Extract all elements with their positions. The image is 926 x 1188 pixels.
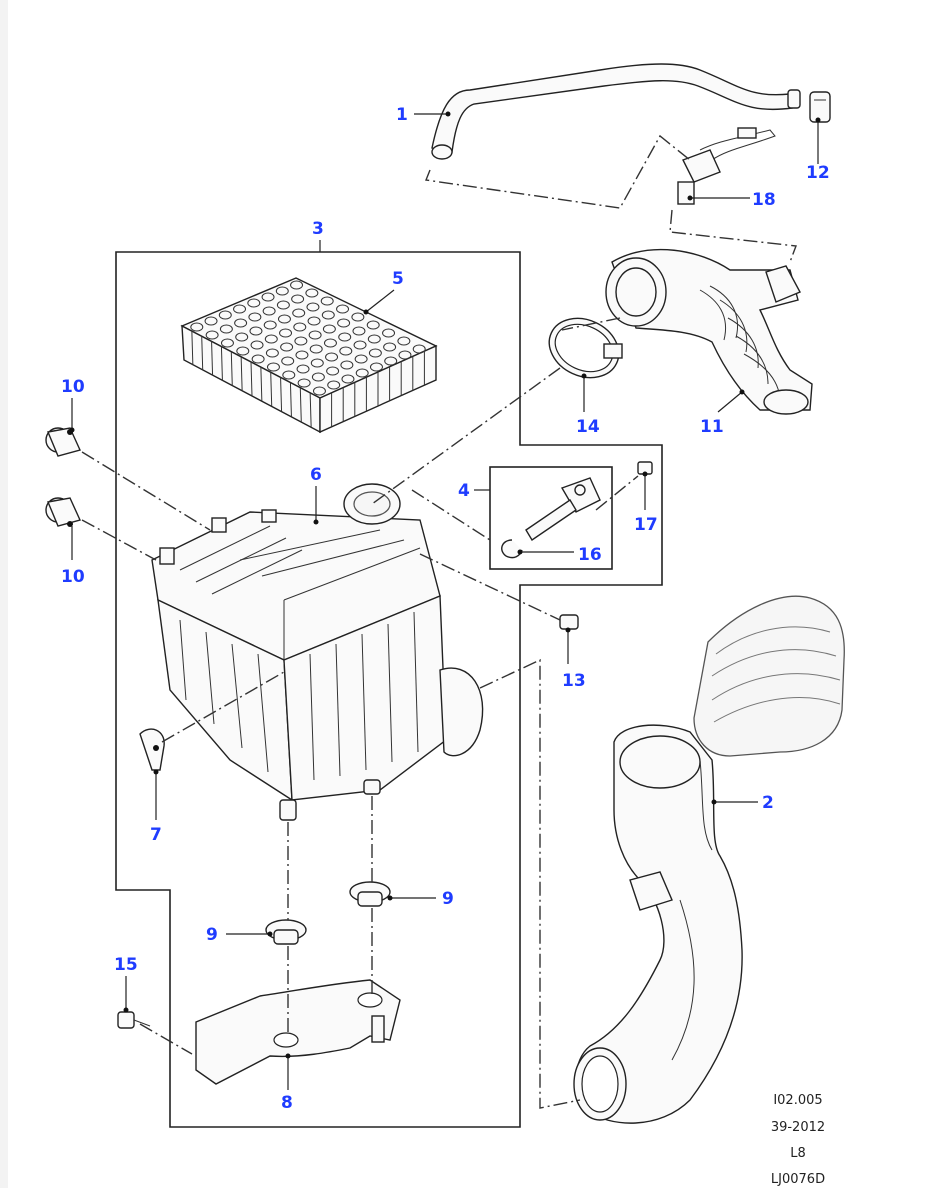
plug-part <box>559 614 579 630</box>
intake-tube-part <box>605 248 813 415</box>
callout-5: 5 <box>392 269 404 289</box>
hose-clip-part <box>809 91 831 123</box>
sensor-subassembly-outline <box>489 466 613 570</box>
callout-16: 16 <box>578 545 602 565</box>
grommet-upper-part <box>45 427 81 457</box>
reference-line-3: L8 <box>790 1146 806 1161</box>
callout-4: 4 <box>458 481 470 501</box>
sensor-part <box>677 127 776 205</box>
bolt-part <box>117 1011 151 1029</box>
callout-7: 7 <box>150 825 162 845</box>
callout-15: 15 <box>114 955 138 975</box>
air-cleaner-housing-part <box>151 483 484 821</box>
callout-10-upper: 10 <box>61 377 85 397</box>
callout-13: 13 <box>562 671 586 691</box>
reference-line-1: I02.005 <box>773 1093 822 1108</box>
assembly-lines <box>81 134 797 1109</box>
callout-2: 2 <box>762 793 774 813</box>
hose-clamp-part <box>548 317 623 379</box>
intake-duct-part <box>573 595 845 1124</box>
leader-lines <box>69 111 821 1090</box>
callout-6: 6 <box>310 465 322 485</box>
mount-bushing-left-part <box>265 919 307 945</box>
callout-12: 12 <box>806 163 830 183</box>
mounting-bracket-part <box>195 979 401 1085</box>
callout-3: 3 <box>312 219 324 239</box>
callout-10-lower: 10 <box>61 567 85 587</box>
assembly-boundary-outline <box>115 251 663 1128</box>
callout-18: 18 <box>752 190 776 210</box>
callout-8: 8 <box>281 1093 293 1113</box>
reference-line-2: 39-2012 <box>771 1120 825 1135</box>
callout-9-right: 9 <box>442 889 454 909</box>
callout-11: 11 <box>700 417 724 437</box>
wire-clip-part <box>139 728 165 771</box>
reference-line-4: LJ0076D <box>771 1172 825 1187</box>
mount-bushing-right-part <box>349 881 391 907</box>
snap-ring-part <box>501 539 523 559</box>
grommet-lower-part <box>45 497 81 527</box>
callout-1: 1 <box>396 105 408 125</box>
reference-block: I02.005 39-2012 L8 LJ0076D <box>771 1093 825 1187</box>
callout-14: 14 <box>576 417 600 437</box>
breather-hose-part <box>431 63 801 160</box>
air-filter-element-part <box>180 277 438 434</box>
callout-17: 17 <box>634 515 658 535</box>
temperature-sensor-part <box>525 477 601 541</box>
callout-numbers: 1 2 3 4 5 6 7 8 9 9 10 10 11 12 13 14 15… <box>61 105 830 1113</box>
callout-9-left: 9 <box>206 925 218 945</box>
